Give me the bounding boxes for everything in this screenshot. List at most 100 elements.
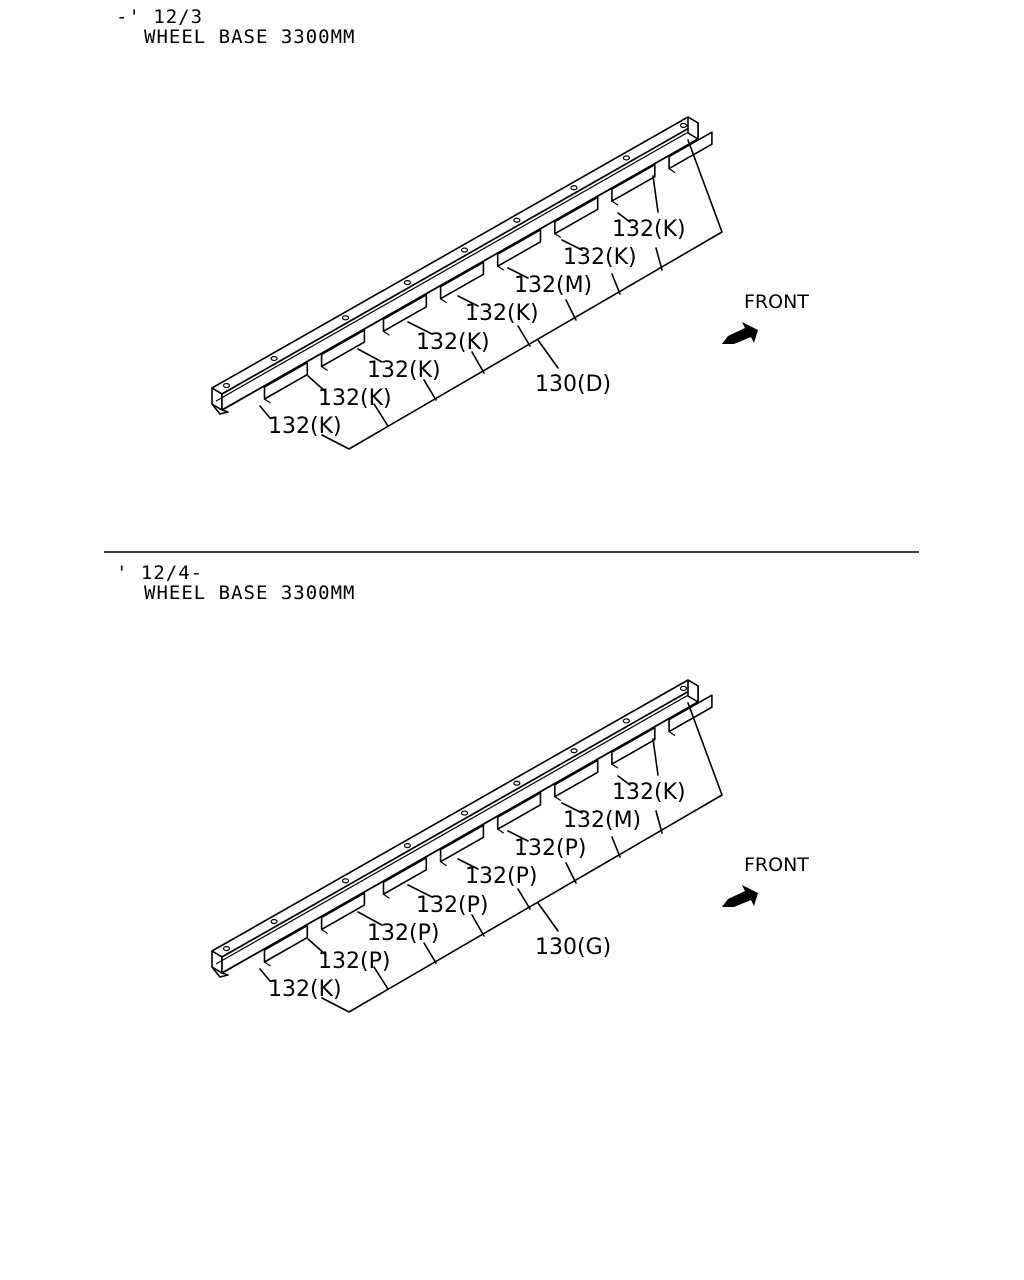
- part-label: 132(M): [514, 273, 592, 298]
- front-label: FRONT: [744, 854, 809, 876]
- part-label: 132(M): [563, 808, 641, 833]
- leader-line: [611, 273, 621, 295]
- bracket: [496, 792, 542, 831]
- leader-line: [457, 295, 479, 307]
- part-label: 132(P): [318, 949, 390, 974]
- bracket: [439, 824, 485, 863]
- leader-line: [471, 914, 485, 937]
- assembly-label: 130(G): [535, 935, 611, 960]
- bracket-edge: [440, 298, 447, 304]
- leader-line: [373, 966, 389, 990]
- mounting-hole: [679, 685, 688, 692]
- part-label: 132(K): [268, 414, 342, 439]
- bracket-edge: [321, 365, 328, 371]
- bracket: [668, 694, 713, 733]
- mounting-hole: [679, 122, 688, 129]
- mounting-hole: [570, 748, 578, 754]
- bracket: [263, 924, 309, 963]
- leader-line: [259, 405, 271, 419]
- mounting-hole: [403, 843, 411, 849]
- leader-line: [507, 267, 529, 279]
- bracket-edge: [440, 861, 447, 867]
- part-label: 132(K): [465, 301, 539, 326]
- bracket: [496, 229, 542, 268]
- leader-line: [423, 942, 437, 964]
- leader-line: [259, 968, 271, 982]
- bracket: [553, 759, 599, 798]
- bracket: [439, 261, 485, 300]
- frame-rail-drawing: [211, 679, 713, 978]
- leader-lines: [259, 702, 723, 1013]
- bracket-edge: [321, 928, 328, 934]
- part-label: 132(P): [416, 893, 488, 918]
- mounting-hole: [622, 155, 630, 161]
- bracket-edge: [554, 796, 562, 802]
- bracket-edge: [554, 233, 562, 239]
- leader-line: [517, 325, 531, 347]
- bracket-edge: [383, 893, 390, 899]
- rail-front-cap: [687, 116, 699, 140]
- mounting-hole: [460, 810, 469, 816]
- wheel-base-label: WHEEL BASE 3300MM: [144, 582, 355, 604]
- part-label: 132(K): [268, 977, 342, 1002]
- frame-rail-drawing: [211, 116, 713, 415]
- bracket: [382, 856, 428, 896]
- leader-line: [357, 911, 383, 926]
- mounting-hole: [460, 247, 469, 253]
- rail-bottom-edge: [221, 701, 699, 974]
- leader-line: [561, 239, 583, 251]
- leader-line: [407, 884, 433, 898]
- bracket-edge: [668, 168, 676, 174]
- bracket: [668, 131, 713, 170]
- leader-line: [617, 775, 631, 786]
- mounting-hole: [222, 382, 231, 389]
- mounting-hole: [622, 718, 630, 724]
- mounting-hole: [513, 780, 521, 786]
- leader-line: [507, 830, 529, 842]
- leader-line: [655, 247, 663, 271]
- front-arrow-icon: [722, 885, 758, 907]
- bracket: [382, 293, 428, 333]
- part-label: 132(P): [514, 836, 586, 861]
- bracket-edge: [611, 200, 619, 206]
- assembly-bracket-line: [321, 702, 723, 1013]
- diagram-section-1: -' 12/3 WHEEL BASE 3300MM 132(K) 132(K) …: [116, 6, 809, 450]
- rail-bottom-edge: [221, 138, 699, 411]
- leader-line: [373, 403, 389, 427]
- part-label: 132(K): [563, 245, 637, 270]
- wheel-base-label: WHEEL BASE 3300MM: [144, 26, 355, 48]
- date-range-label: -' 12/3: [116, 6, 203, 28]
- part-label: 132(K): [612, 780, 686, 805]
- leader-line: [517, 888, 531, 910]
- leader-line: [655, 810, 663, 834]
- bracket: [320, 329, 366, 368]
- assembly-bracket-line: [321, 139, 723, 450]
- mounting-hole: [570, 185, 578, 191]
- bracket: [263, 361, 309, 400]
- leader-line: [611, 836, 621, 858]
- part-label: 132(P): [465, 864, 537, 889]
- mounting-hole: [403, 280, 411, 286]
- leader-line: [471, 351, 485, 374]
- bracket-edge: [497, 828, 505, 834]
- diagram-section-2: ' 12/4- WHEEL BASE 3300MM 132(K) 132(P) …: [116, 562, 809, 1013]
- leader-line: [407, 321, 433, 335]
- leader-line: [307, 938, 327, 956]
- date-range-label: ' 12/4-: [116, 562, 203, 584]
- leader-line: [561, 802, 583, 814]
- bracket-edge: [264, 961, 271, 967]
- bracket-edge: [383, 330, 390, 336]
- leader-lines: [259, 139, 723, 450]
- leader-line: [537, 902, 559, 932]
- assembly-label: 130(D): [535, 372, 611, 397]
- bracket-edge: [264, 398, 271, 404]
- bracket: [611, 726, 656, 765]
- rail-front-cap: [687, 679, 699, 703]
- leader-line: [357, 348, 383, 363]
- mounting-hole: [341, 315, 350, 321]
- bracket: [611, 163, 656, 202]
- part-label: 132(K): [318, 386, 392, 411]
- front-label: FRONT: [744, 291, 809, 313]
- part-label: 132(P): [367, 921, 439, 946]
